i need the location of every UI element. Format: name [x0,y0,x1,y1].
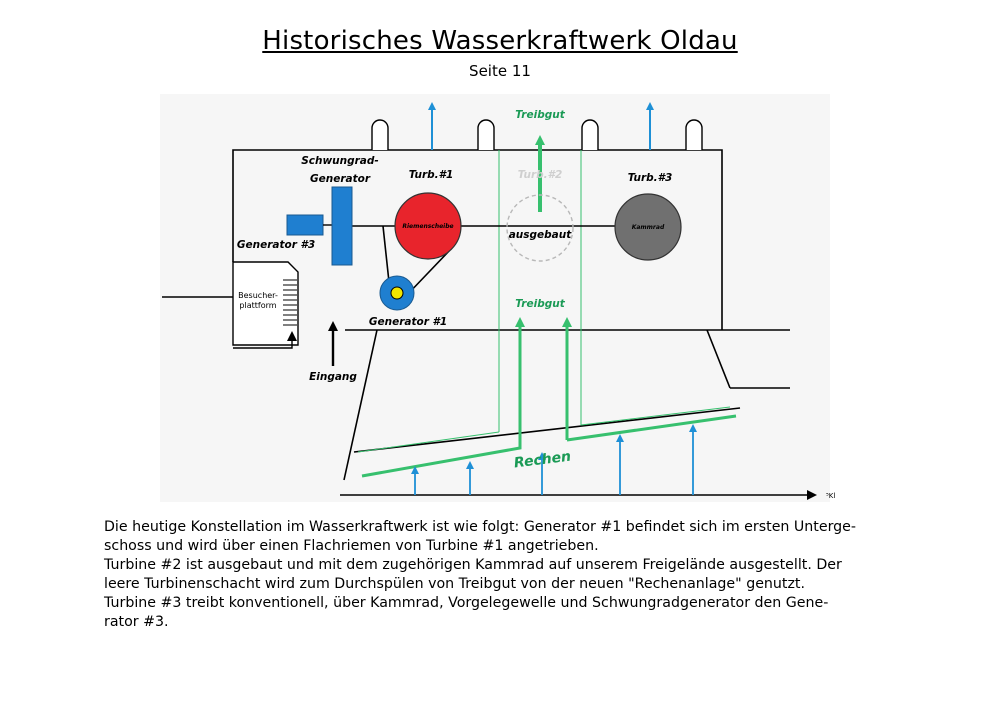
description-line: rator #3. [104,614,169,630]
generator3-label: Generator #3 [237,239,315,251]
page-title: Historisches Wasserkraftwerk Oldau [262,26,738,56]
description-line: schoss und wird über einen Flachriemen v… [104,538,599,554]
water-channel [340,329,817,500]
description-line: Turbine #3 treibt konventionell, über Ka… [104,595,829,611]
page-subtitle: Seite 11 [469,62,531,80]
description-line: leere Turbinenschacht wird zum Durchspül… [104,576,806,592]
generator1-label: Generator #1 [369,316,447,328]
treibgut-top-label: Treibgut [515,109,565,121]
description-text: Die heutige Konstellation im Wasserkraft… [104,518,904,632]
schwungrad-label-2: Generator [310,173,371,185]
treibgut-mid-label: Treibgut [515,298,565,310]
riemenscheibe-label: Riemenscheibe [402,223,453,230]
rechen-label: Rechen [513,449,572,472]
flow-end-label: ⁵Kl [826,492,835,500]
schwungrad-label-1: Schwungrad- [301,155,379,167]
turbine-2-removed [506,194,574,262]
water-inflow-arrows [411,424,697,495]
roof-vents [371,119,703,150]
turbine-1-pulley [394,192,462,260]
ausgebaut-label: ausgebaut [509,229,573,241]
kammrad-label: Kammrad [632,224,665,231]
eingang-label: Eingang [309,371,357,383]
flywheel-generator [331,186,353,266]
turb2-label: Turb.#2 [518,169,563,181]
description-line: Turbine #2 ist ausgebaut und mit dem zug… [104,557,842,573]
generator-3 [286,214,324,236]
visitor-platform [232,261,299,349]
turbine-3-kammrad [614,193,682,261]
turbine-2-shaft [357,150,731,453]
turb1-label: Turb.#1 [409,169,454,181]
besucher-label-2: plattform [239,301,276,310]
description-line: Die heutige Konstellation im Wasserkraft… [104,519,857,535]
generator-1-core [390,286,404,300]
besucher-label-1: Besucher- [238,291,278,300]
roof-air-arrows [428,102,654,150]
turb3-label: Turb.#3 [628,172,673,184]
